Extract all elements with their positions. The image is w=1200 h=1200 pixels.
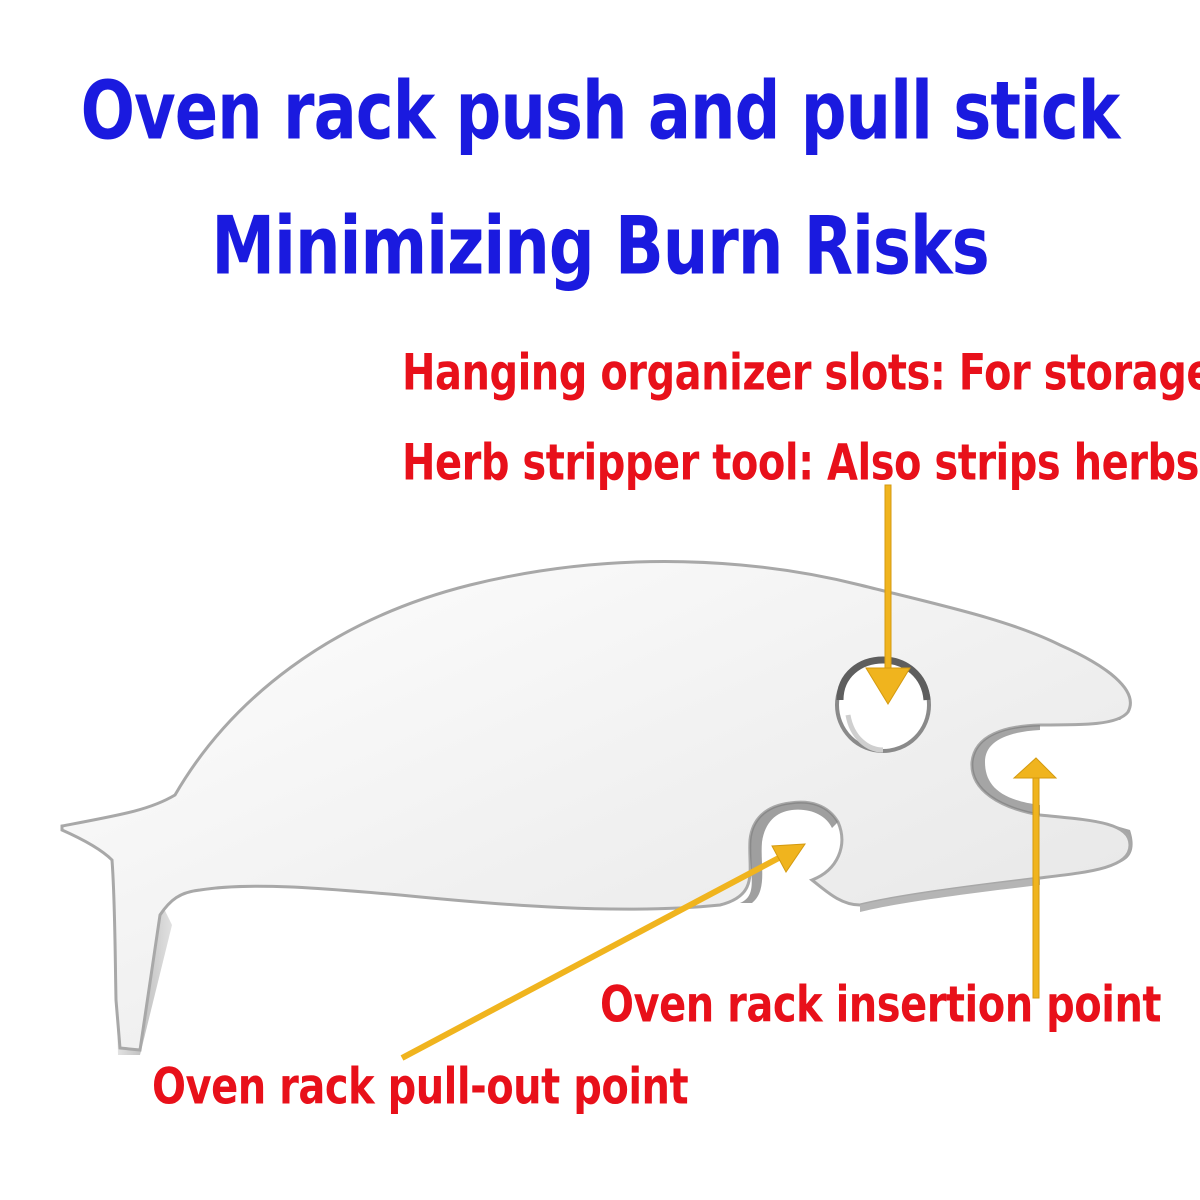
- page-title: Oven rack push and pull stick: [80, 65, 1121, 159]
- acrylic-oven-rack-tool-icon: [60, 560, 1133, 1055]
- callout-pull-out-point: Oven rack pull-out point: [152, 1058, 689, 1116]
- arrow-icon: [400, 484, 1058, 1061]
- callout-insertion-point: Oven rack insertion point: [600, 976, 1162, 1034]
- page-subtitle: Minimizing Burn Risks: [211, 200, 989, 294]
- callout-herb-stripper: Herb stripper tool: Also strips herbs: [402, 434, 1199, 492]
- callout-hanging-slots: Hanging organizer slots: For storage: [402, 344, 1200, 402]
